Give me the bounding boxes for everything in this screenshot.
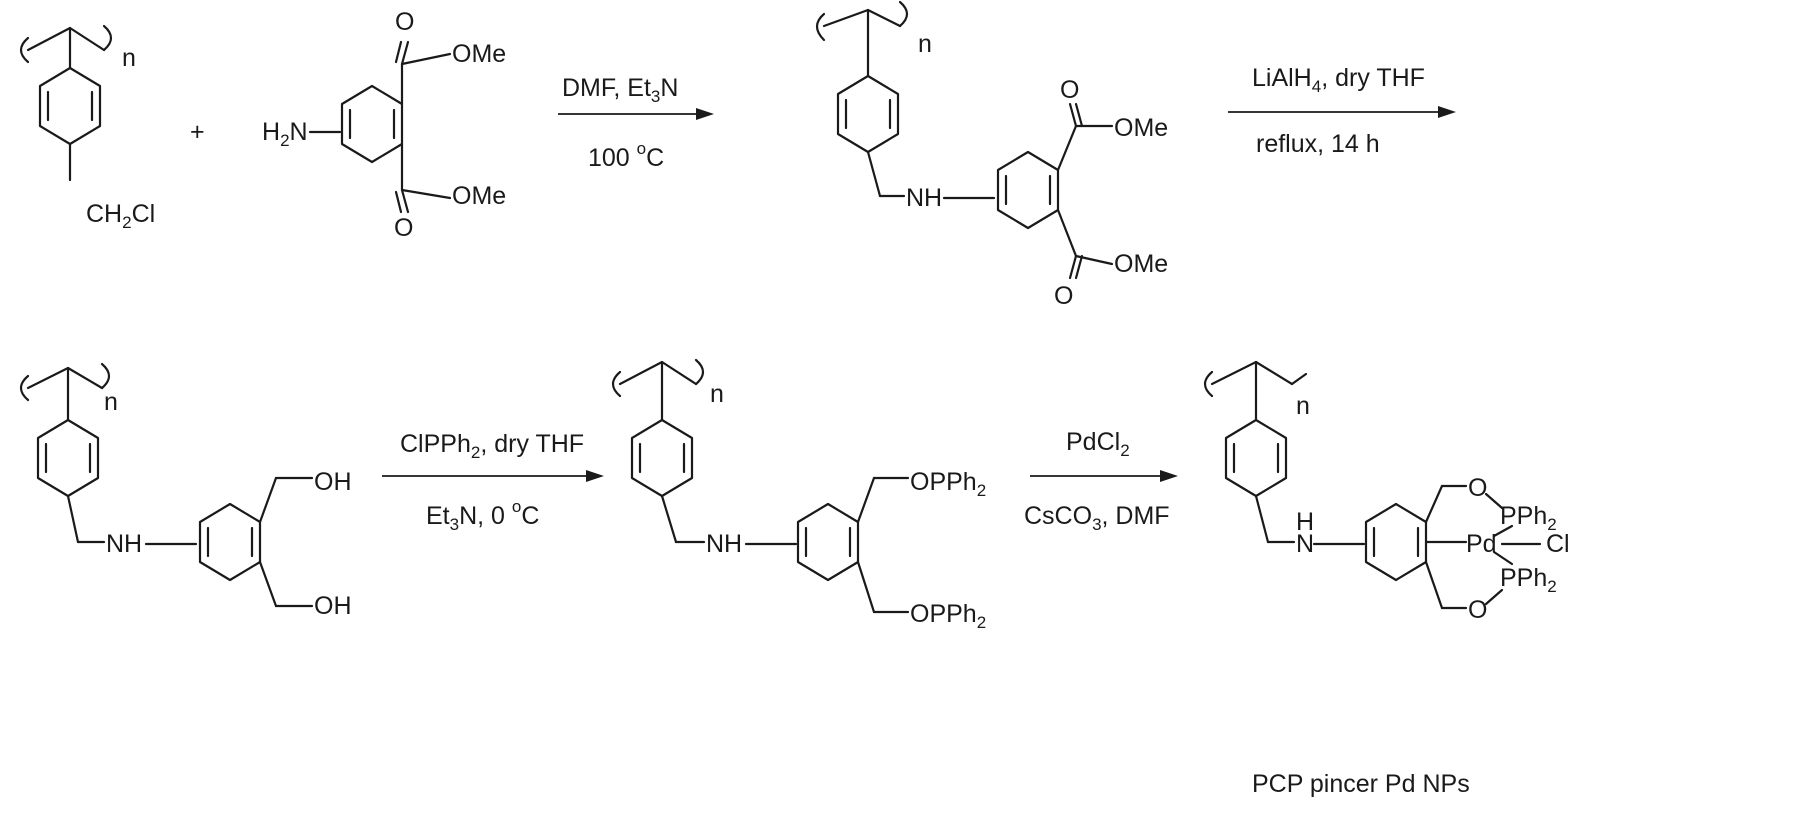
o-label: O xyxy=(395,8,414,36)
repeat-n: n xyxy=(918,30,932,58)
nh-label: NH xyxy=(106,530,142,558)
reaction-arrow-2: LiAlH4, dry THF reflux, 14 h xyxy=(1228,64,1456,158)
product-label: PCP pincer Pd NPs xyxy=(1252,770,1470,798)
step3-conditions-top: ClPPh2, dry THF xyxy=(400,430,584,462)
ch2cl-label: CH2Cl xyxy=(86,200,155,232)
ome-label: OMe xyxy=(1114,250,1168,278)
nh-h-label: H xyxy=(1296,508,1314,536)
repeat-n: n xyxy=(1296,392,1310,420)
step4-conditions-top: PdCl2 xyxy=(1066,428,1130,460)
intermediate-phosphinite-polymer: n NH OPPh2 OPPh2 xyxy=(611,358,986,632)
opph2-label: OPPh2 xyxy=(910,600,986,632)
step4-conditions-bottom: CsCO3, DMF xyxy=(1024,502,1170,534)
cl-label: Cl xyxy=(1546,530,1570,558)
oh-label: OH xyxy=(314,468,352,496)
step2-conditions-bottom: reflux, 14 h xyxy=(1256,130,1380,158)
ome-label: OMe xyxy=(452,40,506,68)
step2-conditions-top: LiAlH4, dry THF xyxy=(1252,64,1425,96)
reactant-chloromethyl-polystyrene: n CH2Cl xyxy=(19,24,155,232)
reaction-arrow-3: ClPPh2, dry THF Et3N, 0 oC xyxy=(382,430,604,534)
ome-label: OMe xyxy=(1114,114,1168,142)
opph2-label: OPPh2 xyxy=(910,468,986,500)
plus-sign: + xyxy=(190,118,205,146)
step1-conditions-top: DMF, Et3N xyxy=(562,74,678,106)
intermediate-diester-polymer: n NH O OMe O OMe xyxy=(815,0,1168,310)
pph2-label: PPh2 xyxy=(1500,564,1557,596)
o-label: O xyxy=(1468,596,1487,624)
step3-conditions-bottom: Et3N, 0 oC xyxy=(426,497,539,534)
intermediate-diol-polymer: n NH OH OH xyxy=(19,362,352,620)
reactant-dimethyl-aminoisophthalate: H2N O OMe O OMe xyxy=(262,8,506,242)
oh-label: OH xyxy=(314,592,352,620)
ome-label: OMe xyxy=(452,182,506,210)
product-pcp-pincer-pd: n H N O PPh2 Pd Cl PPh2 O xyxy=(1203,360,1570,624)
repeat-n: n xyxy=(122,44,136,72)
nh-label: NH xyxy=(706,530,742,558)
reaction-arrow-4: PdCl2 CsCO3, DMF xyxy=(1024,428,1178,534)
h2n-label: H2N xyxy=(262,118,308,150)
repeat-n: n xyxy=(710,380,724,408)
nh-label: NH xyxy=(906,184,942,212)
o-label: O xyxy=(394,214,413,242)
step1-conditions-bottom: 100 oC xyxy=(588,139,664,172)
pph2-label: PPh2 xyxy=(1500,502,1557,534)
repeat-n: n xyxy=(104,388,118,416)
o-label: O xyxy=(1468,474,1487,502)
reaction-arrow-1: DMF, Et3N 100 oC xyxy=(558,74,714,172)
n-label: N xyxy=(1296,530,1314,558)
o-label: O xyxy=(1054,282,1073,310)
pd-label: Pd xyxy=(1466,530,1497,558)
o-label: O xyxy=(1060,76,1079,104)
